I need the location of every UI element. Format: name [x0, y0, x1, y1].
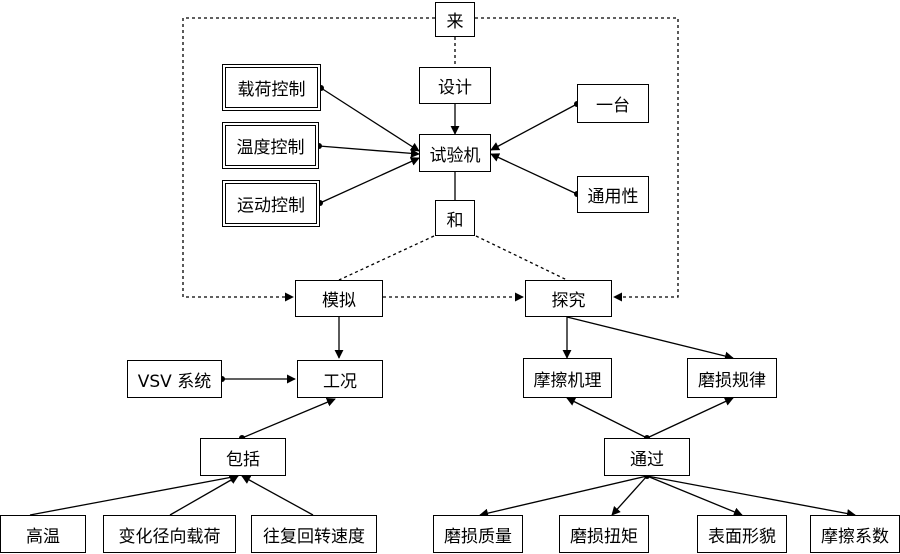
edge-yundong-shiyanji: [319, 157, 420, 204]
edge-wendu-shiyanji: [318, 145, 420, 158]
node-gongkuang: 工况: [297, 360, 383, 398]
node-tanjiu: 探究: [525, 280, 612, 317]
node-mosun-zhiliang: 磨损质量: [433, 515, 523, 553]
node-wendu: 温度控制: [222, 122, 319, 169]
node-shiyanji: 试验机: [419, 134, 491, 172]
edge-baokuo-gongkuang: [241, 397, 336, 439]
node-vsv: VSV 系统: [127, 360, 222, 398]
edge-tongguo-biaomian: [646, 475, 743, 517]
node-mosun-niuju: 磨损扭矩: [559, 515, 649, 553]
edge-bianhua-baokuo: [169, 475, 239, 516]
node-tongguo: 通过: [604, 438, 690, 476]
node-biaomian: 表面形貌: [697, 515, 787, 553]
dotted-loop-right: [475, 17, 679, 302]
node-yitai: 一台: [577, 84, 649, 123]
node-tongyong: 通用性: [577, 176, 649, 213]
dotted-he-tanjiu: [475, 235, 568, 281]
node-moni: 模拟: [295, 280, 383, 317]
edge-zaihe-shiyanji: [320, 87, 420, 152]
node-mosun-guilv: 磨损规律: [687, 358, 777, 398]
edge-tongguo-mocaxishu: [646, 475, 856, 518]
node-bianhua: 变化径向载荷: [103, 515, 236, 553]
node-wangfu: 往复回转速度: [251, 515, 377, 553]
node-he: 和: [435, 200, 475, 236]
node-sheji: 设计: [419, 67, 491, 104]
edge-wangfu-baokuo: [241, 475, 314, 516]
edge-gaowen-baokuo: [29, 473, 239, 516]
edge-tongyong-shiyanji: [490, 153, 578, 195]
edge-tongguo-mosunniuju: [611, 475, 648, 516]
edge-tongguo-mocajili: [566, 397, 648, 439]
edge-tongguo-mosunguilv: [646, 397, 734, 439]
node-yundong: 运动控制: [222, 180, 320, 227]
node-moca-jili: 摩擦机理: [523, 358, 612, 398]
node-zaihe: 载荷控制: [222, 64, 321, 111]
node-baokuo: 包括: [200, 438, 286, 476]
node-lai: 来: [435, 2, 475, 37]
edge-tanjiu-mosunguilv: [566, 316, 734, 361]
dotted-loop-left: [182, 17, 435, 302]
edge-tongguo-mosunzhiliang: [479, 475, 648, 518]
edge-yitai-shiyanji: [490, 103, 578, 151]
node-gaowen: 高温: [0, 515, 86, 553]
dotted-he-moni: [338, 235, 435, 281]
node-moca-xishu: 摩擦系数: [810, 515, 900, 553]
